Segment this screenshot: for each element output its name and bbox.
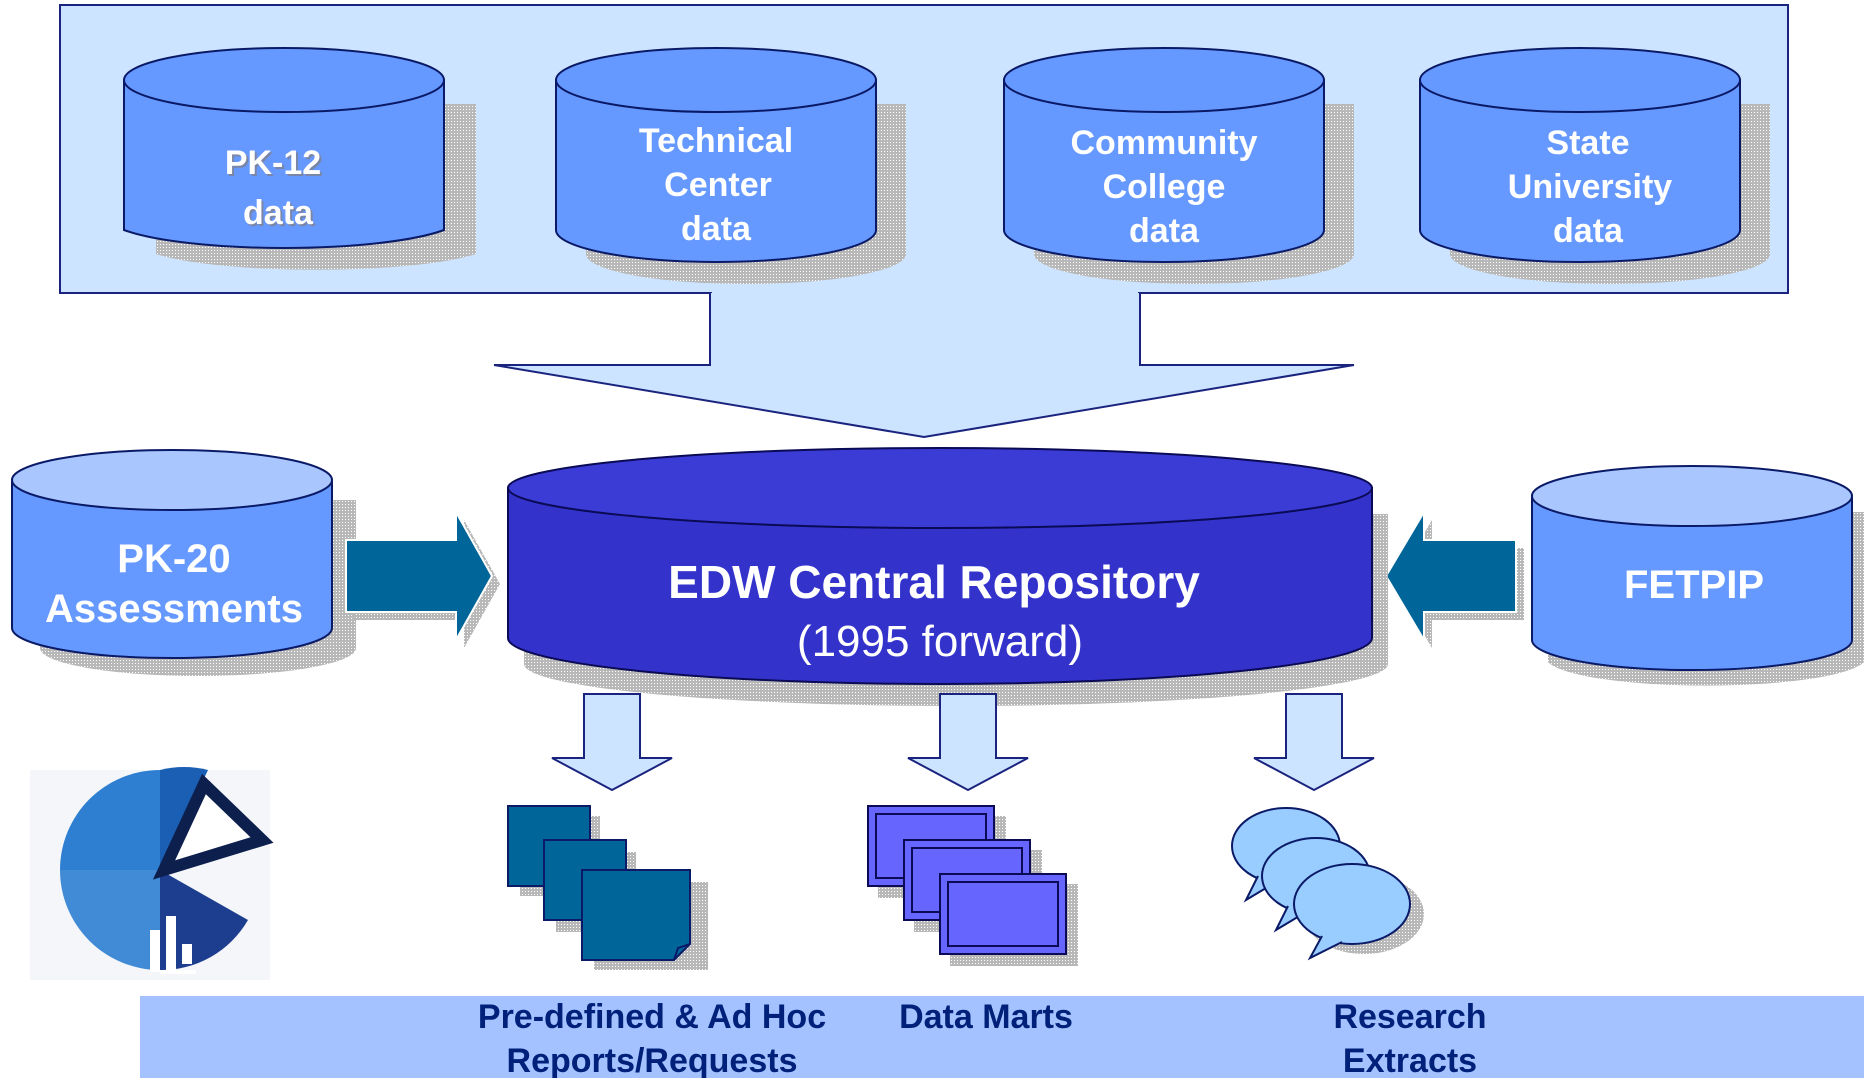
pk20-label-line2: Assessments — [45, 587, 303, 631]
output-arrow-reports — [551, 693, 673, 792]
output-label-reports-line1: Pre-defined & Ad Hoc — [478, 998, 826, 1036]
source-label-technical-line1: Technical — [639, 122, 793, 160]
source-label-state-line1: State — [1546, 124, 1629, 162]
source-label-technical-line2: Center — [664, 166, 772, 204]
source-label-community-line3: data — [1129, 212, 1200, 250]
source-label-community-line1: Community — [1071, 124, 1258, 162]
source-label-technical-line3: data — [681, 210, 752, 248]
source-label-state-line3: data — [1553, 212, 1624, 250]
source-cylinder-pk12: PK-12 PK-12 data data — [123, 47, 476, 270]
source-label-community-line2: College — [1103, 168, 1226, 206]
fetpip-label: FETPIP — [1624, 563, 1764, 607]
pk20-assessments-cylinder: PK-20 Assessments — [11, 449, 356, 676]
central-title: EDW Central Repository — [668, 556, 1200, 608]
output-arrow-datamarts — [907, 693, 1029, 792]
fetpip-cylinder: FETPIP — [1531, 465, 1864, 686]
output-label-datamarts: Data Marts — [899, 998, 1073, 1036]
output-label-research-line1: Research — [1333, 998, 1486, 1036]
output-arrow-research — [1253, 693, 1375, 792]
output-label-research-line2: Extracts — [1343, 1042, 1477, 1078]
logo-icon — [30, 767, 274, 980]
source-label-pk12-line2: data — [243, 194, 314, 232]
outputs-band — [140, 996, 1864, 1078]
pk20-label-line1: PK-20 — [117, 537, 230, 581]
source-cylinder-state-university: State University data — [1419, 47, 1770, 284]
research-bubbles-icon — [1231, 807, 1424, 961]
source-label-pk12-line1: PK-12 — [225, 144, 321, 182]
right-input-arrow — [1384, 508, 1517, 644]
source-cylinder-community-college: Community College data — [1003, 47, 1354, 284]
svg-text:PK-12: PK-12 — [227, 146, 323, 184]
datamarts-stack-icon — [867, 805, 1078, 966]
funnel-arrow — [493, 293, 1355, 439]
edw-central-repository: EDW Central Repository (1995 forward) — [507, 447, 1388, 706]
source-cylinder-technical-center: Technical Center data — [555, 47, 906, 284]
source-label-state-line2: University — [1508, 168, 1672, 206]
reports-stack-icon — [507, 805, 708, 970]
output-label-reports-line2: Reports/Requests — [507, 1042, 798, 1078]
svg-text:data: data — [245, 196, 316, 234]
central-subtitle: (1995 forward) — [797, 617, 1083, 666]
